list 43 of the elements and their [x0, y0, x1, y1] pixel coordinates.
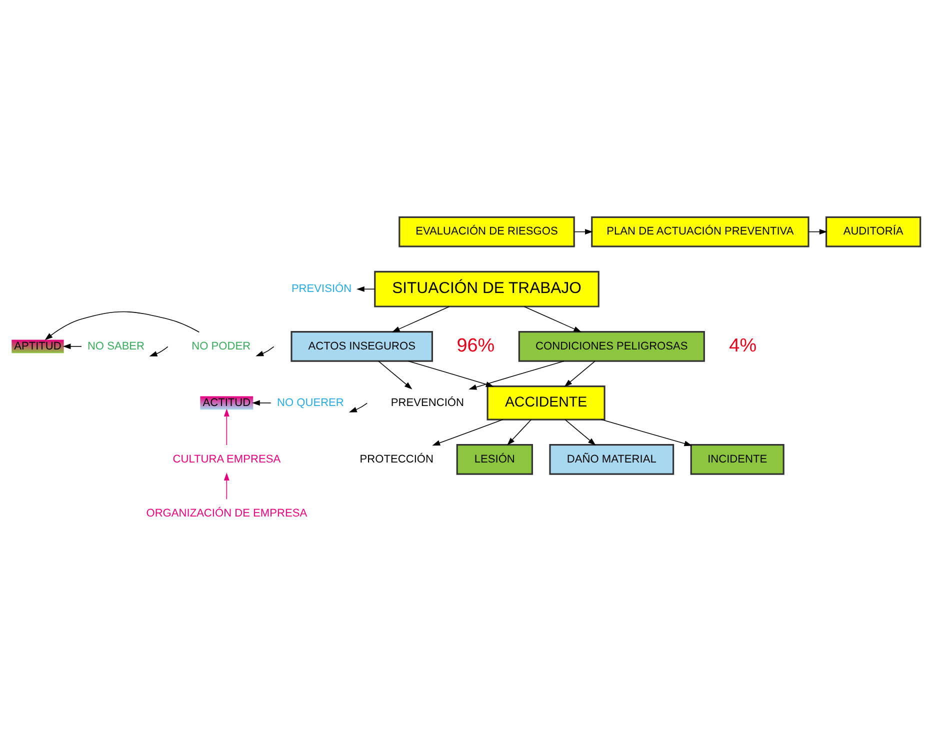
arrow: [348, 402, 368, 412]
arrow: [468, 360, 564, 390]
node-box: ACTOS INSEGUROS: [290, 331, 433, 362]
node-box: CONDICIONES PELIGROSAS: [518, 331, 705, 362]
node-box: ACTITUD: [200, 396, 254, 410]
arrow: [356, 286, 376, 292]
node-text: PREVISIÓN: [291, 283, 352, 296]
arrow: [392, 306, 450, 332]
arrow: [62, 344, 82, 350]
arrow: [524, 306, 582, 332]
arrow: [564, 360, 596, 387]
arrow: [224, 472, 230, 500]
arrow: [149, 346, 168, 356]
node-box: SITUACIÓN DE TRABAJO: [374, 270, 600, 308]
node-text: ORGANIZACIÓN DE EMPRESA: [146, 508, 308, 520]
node-label: 96%: [456, 335, 495, 356]
arrow: [564, 419, 596, 446]
node-text: PREVENCIÓN: [390, 396, 464, 409]
arrow: [252, 400, 272, 406]
arrow: [574, 229, 593, 235]
node-box: AUDITORÍA: [826, 216, 922, 248]
node-box: LESIÓN: [456, 444, 533, 475]
arrow: [378, 360, 412, 390]
arrow: [600, 419, 692, 446]
node-text: PROTECCIÓN: [360, 453, 434, 466]
node-box: INCIDENTE: [690, 444, 784, 475]
arrow: [507, 419, 532, 446]
arrow: [808, 229, 828, 235]
node-text: CULTURA EMPRESA: [172, 453, 281, 466]
node-box: EVALUACIÓN DE RIESGOS: [398, 216, 575, 248]
arrow: [256, 346, 274, 356]
node-text: NO QUERER: [277, 396, 344, 409]
arrow: [408, 360, 494, 387]
node-box: DAÑO MATERIAL: [549, 444, 674, 475]
node-text: NO SABER: [87, 340, 145, 352]
node-box: PLAN DE ACTUACIÓN PREVENTIVA: [591, 216, 810, 248]
arrow: [432, 419, 504, 446]
arrow: [44, 311, 200, 340]
node-label: 4%: [729, 335, 757, 356]
node-text: NO PODER: [192, 340, 251, 352]
arrow: [224, 408, 230, 446]
node-box: ACCIDENTE: [486, 386, 606, 420]
node-box: APTITUD: [12, 340, 64, 354]
